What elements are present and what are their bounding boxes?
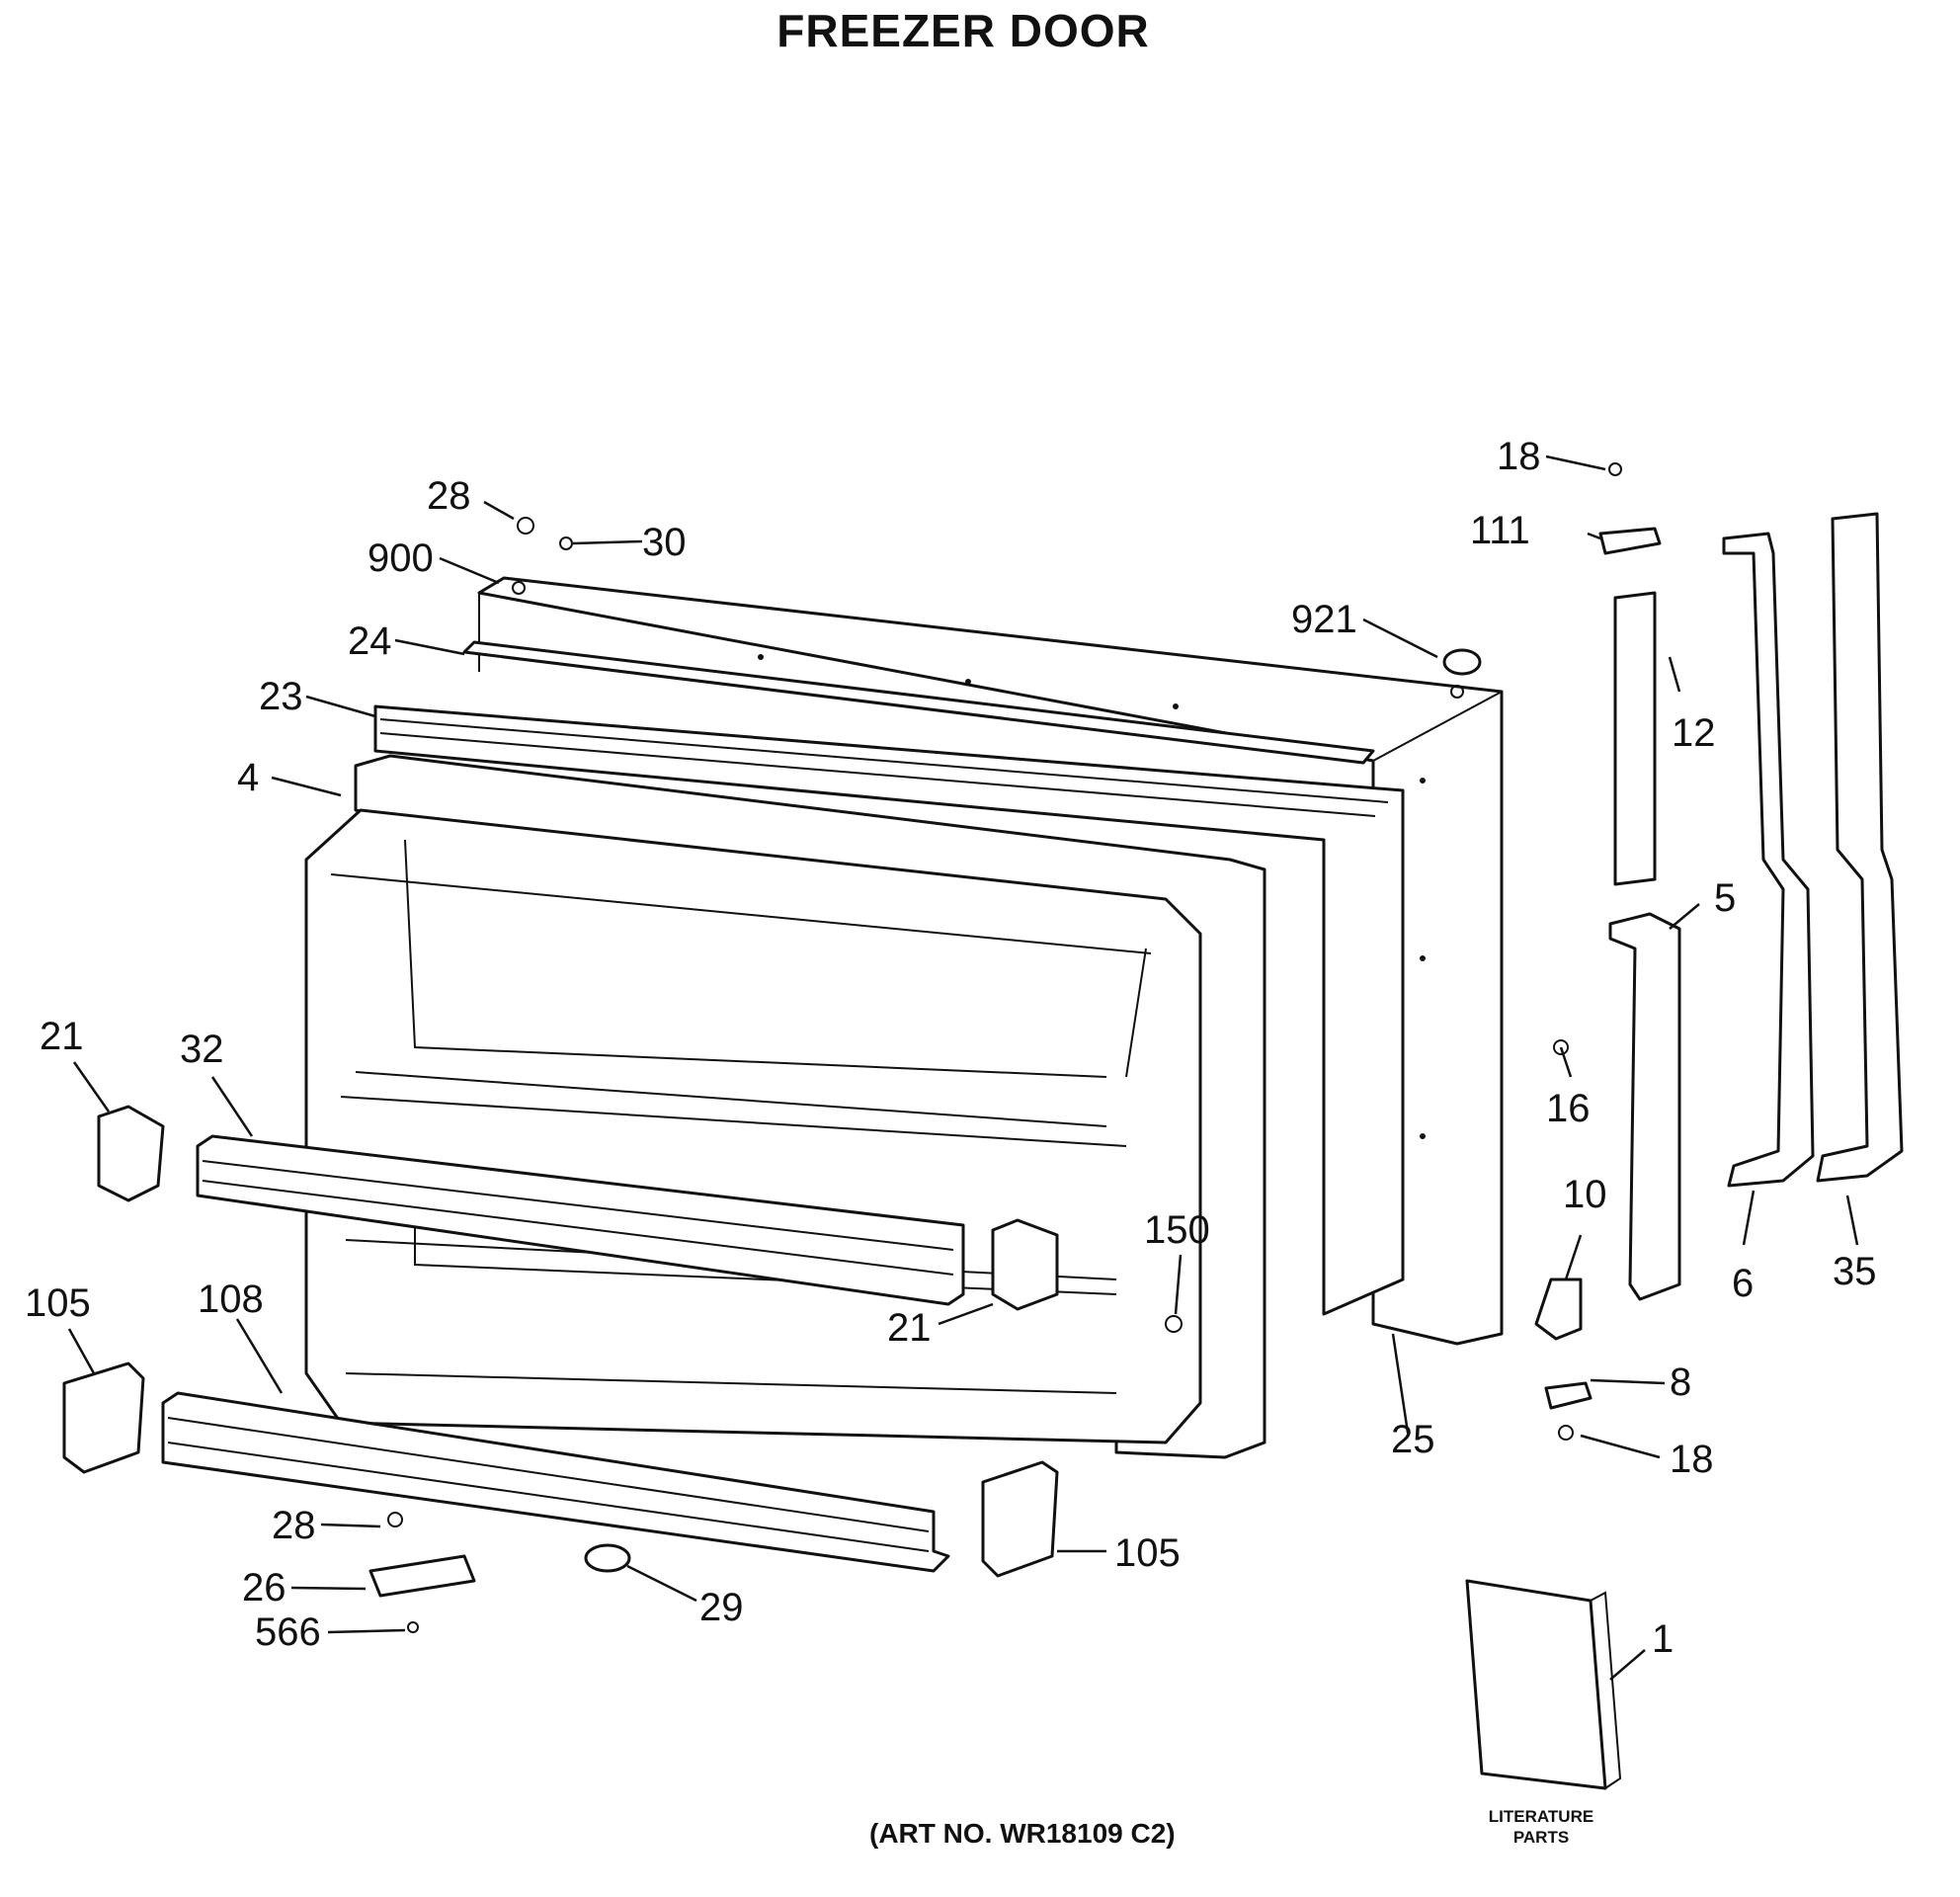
- callout-28-bottom: 28: [272, 1504, 316, 1547]
- callout-1: 1: [1652, 1617, 1674, 1661]
- callout-566: 566: [255, 1610, 321, 1654]
- lower-shelf-bar: [161, 1391, 950, 1573]
- callout-30: 30: [642, 521, 687, 564]
- callout-18-top: 18: [1497, 435, 1541, 478]
- callout-105-right: 105: [1114, 1531, 1181, 1575]
- literature-caption-line1: LITERATURE: [1488, 1807, 1594, 1826]
- callout-16: 16: [1546, 1087, 1591, 1130]
- upper-shelf-bar: [196, 1134, 965, 1306]
- callout-5: 5: [1714, 876, 1736, 920]
- plug-921: [1442, 648, 1482, 676]
- callout-32: 32: [180, 1028, 224, 1071]
- callout-26: 26: [242, 1566, 286, 1609]
- literature-caption-line2: PARTS: [1512, 1828, 1570, 1847]
- callout-21-left: 21: [40, 1015, 84, 1058]
- literature-booklet: [1465, 1579, 1622, 1790]
- callout-921: 921: [1291, 598, 1357, 641]
- callout-29: 29: [699, 1586, 744, 1629]
- callout-23: 23: [259, 675, 303, 718]
- shelf-end-caps: [62, 1105, 1059, 1578]
- literature-parts-caption: LITERATURE PARTS: [1452, 1806, 1630, 1848]
- callout-12: 12: [1672, 711, 1716, 755]
- callout-900: 900: [368, 536, 434, 580]
- callout-150: 150: [1144, 1208, 1210, 1252]
- callout-6: 6: [1732, 1262, 1754, 1305]
- callout-35: 35: [1833, 1250, 1877, 1293]
- callout-28-top: 28: [427, 474, 471, 518]
- callout-108: 108: [198, 1278, 264, 1321]
- diagram-title: FREEZER DOOR: [776, 5, 1150, 56]
- callout-111: 111: [1470, 509, 1530, 552]
- callout-10: 10: [1563, 1173, 1607, 1216]
- door-liner: [304, 754, 1266, 1459]
- small-hardware: [368, 517, 1183, 1633]
- top-trim-strip: [462, 640, 1375, 765]
- hinge-and-handle-parts: [1534, 462, 1904, 1441]
- callout-leader-lines: [67, 454, 1859, 1681]
- callout-24: 24: [348, 619, 392, 663]
- callout-4: 4: [237, 756, 259, 799]
- callout-25: 25: [1391, 1418, 1435, 1461]
- callout-105-left: 105: [25, 1281, 91, 1325]
- callout-21-middle: 21: [887, 1306, 932, 1350]
- callout-8: 8: [1670, 1361, 1691, 1404]
- callout-18-bottom: 18: [1670, 1438, 1714, 1481]
- art-number: (ART NO. WR18109 C2): [869, 1818, 1176, 1849]
- door-gasket: [373, 704, 1405, 1316]
- callout-labels: 28 30 900 24 23 4 921 18 111 12 5 6 35 1…: [25, 435, 1877, 1661]
